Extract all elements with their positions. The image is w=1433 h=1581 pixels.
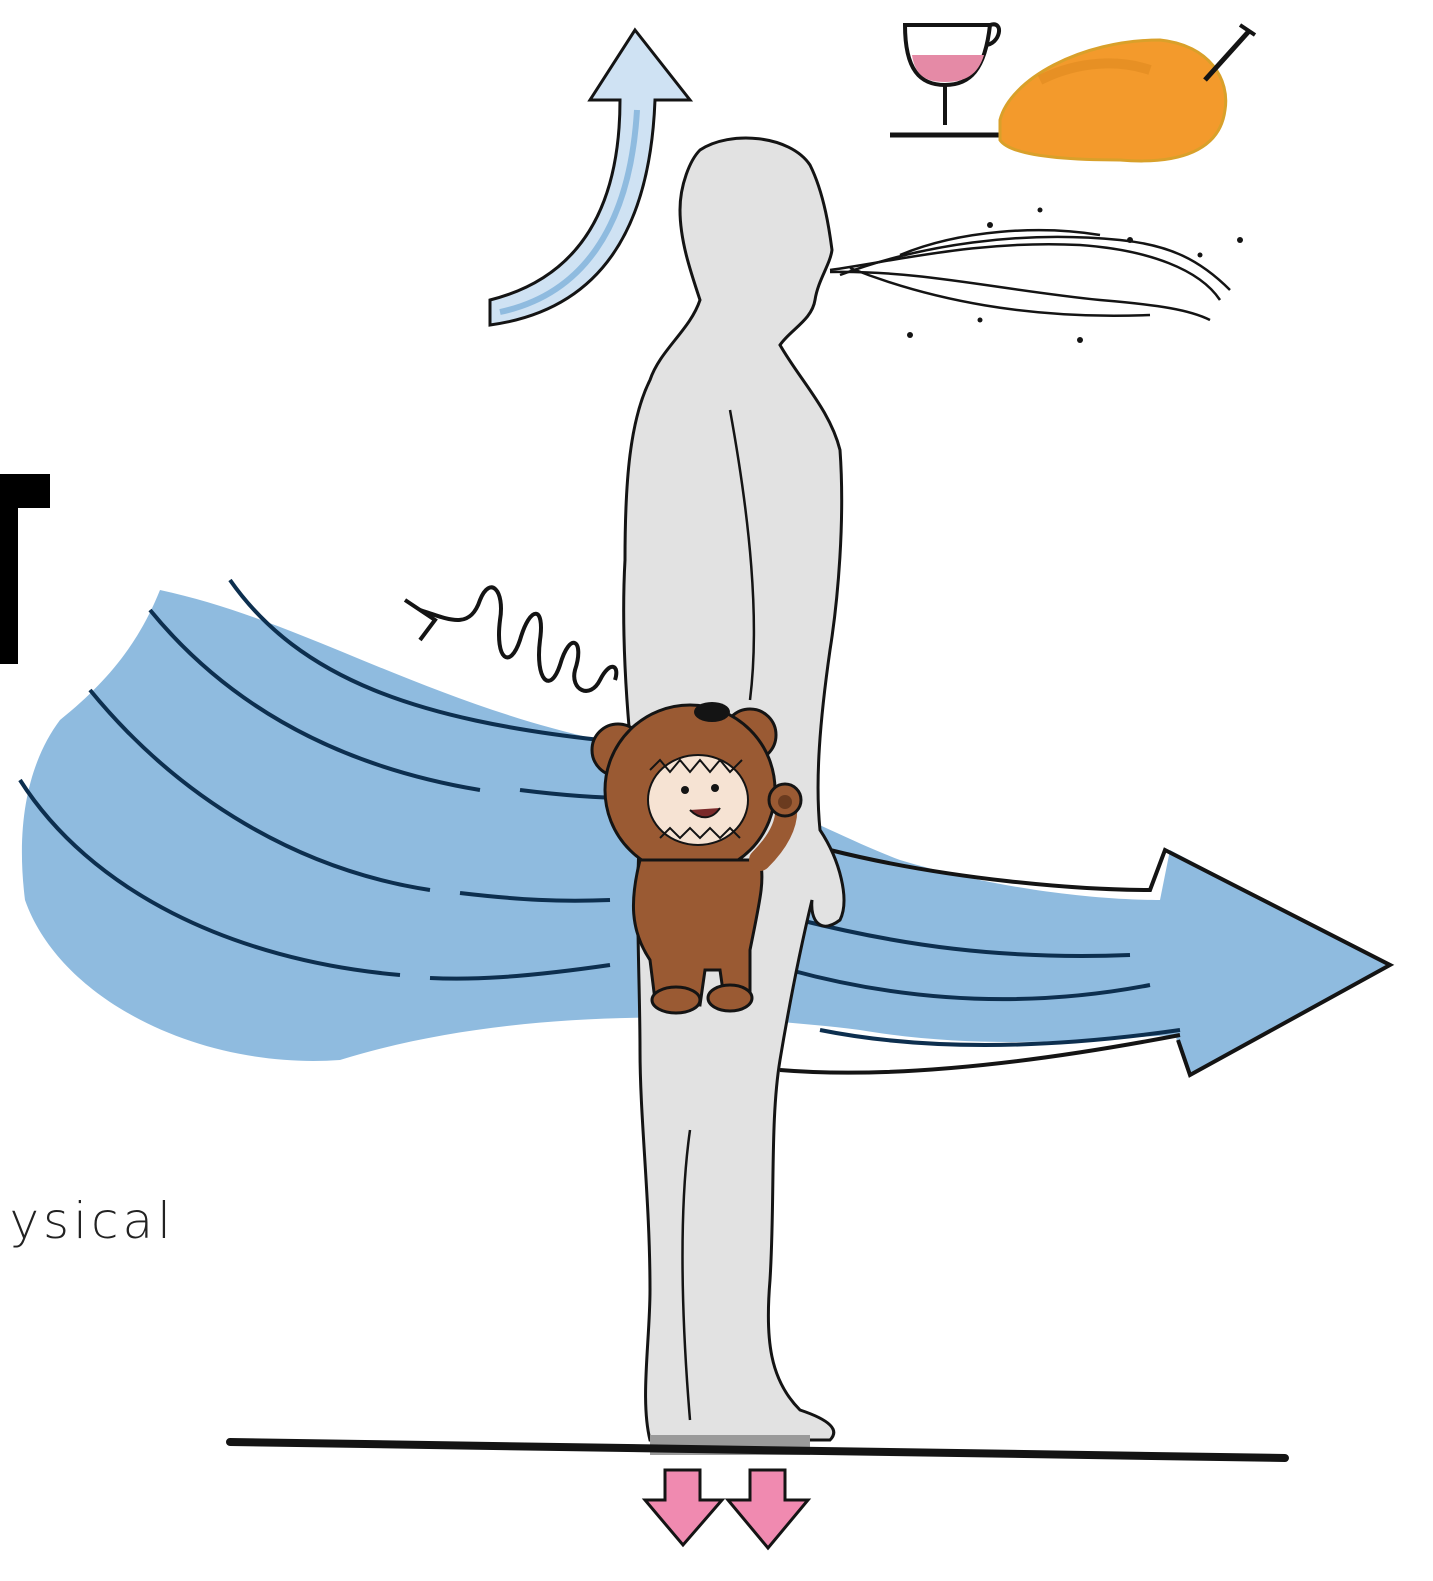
upward-air-arrow-icon (490, 30, 690, 325)
roast-chicken-icon (1000, 25, 1255, 161)
wine-glass-icon (890, 24, 1000, 135)
radiant-heat-squiggle-icon (405, 587, 616, 691)
downward-conduction-arrow-icon (645, 1470, 808, 1548)
exhaled-breath-icon (830, 230, 1230, 320)
